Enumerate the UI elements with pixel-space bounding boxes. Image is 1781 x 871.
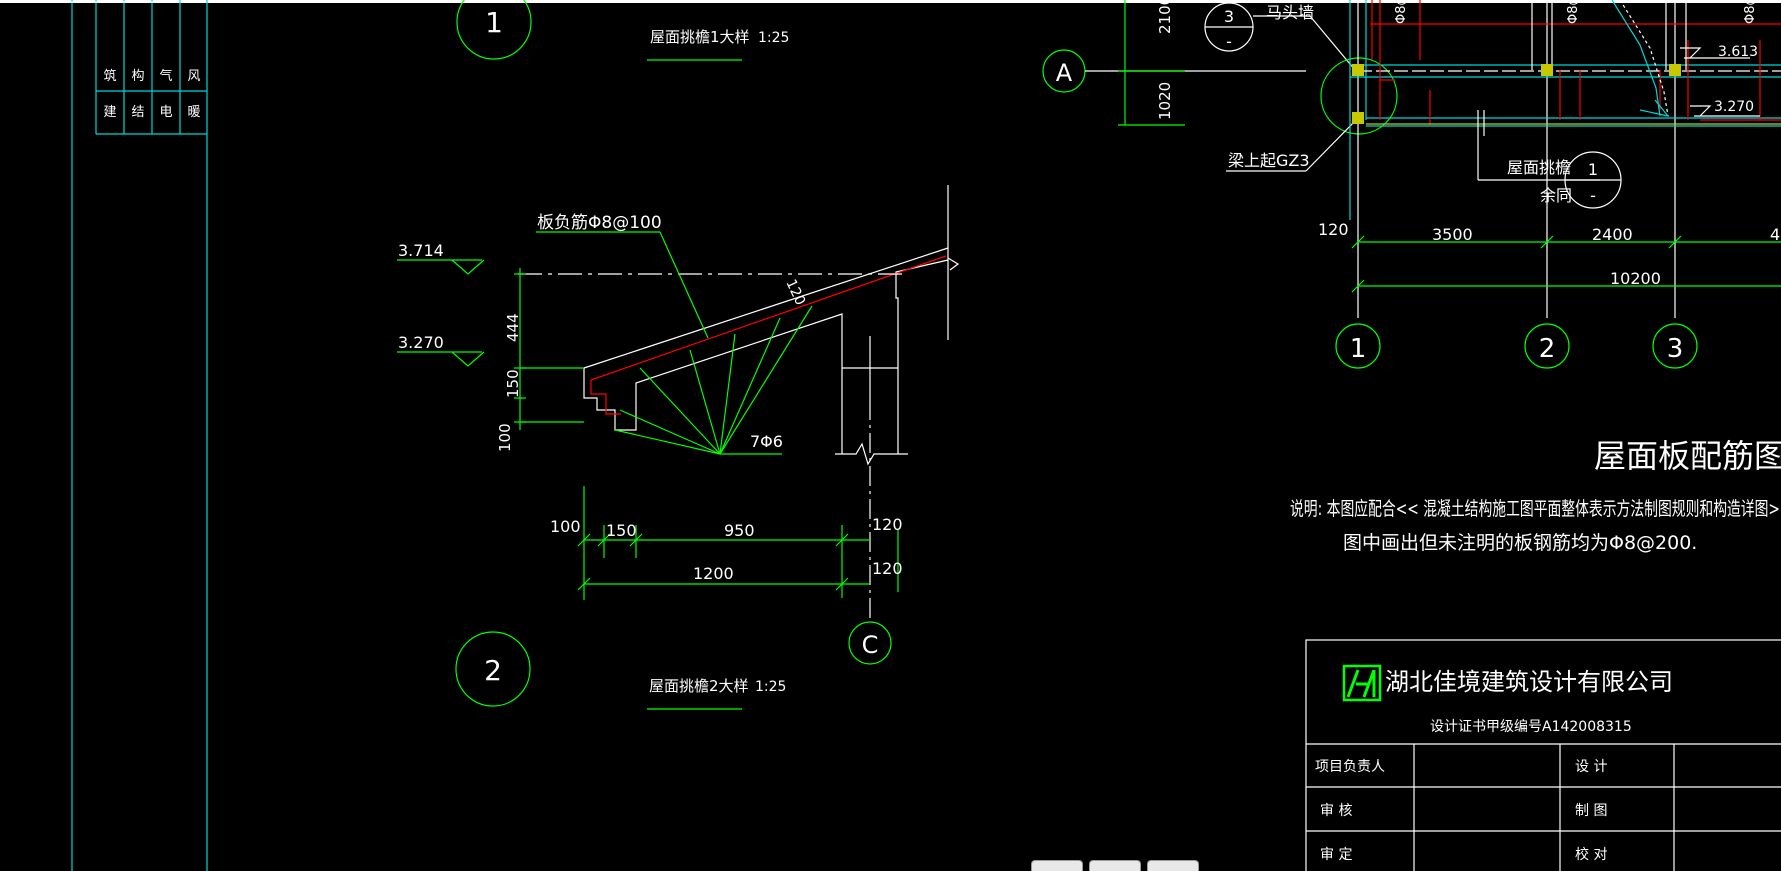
company-name: 湖北佳境建筑设计有限公司 <box>1385 668 1673 696</box>
detail1-title: 屋面挑檐1大样 <box>650 28 750 46</box>
callout-eave-label2: 余同 <box>1540 186 1572 205</box>
drawing-title: 屋面板配筋图 <box>1594 437 1781 475</box>
company-logo <box>1342 664 1382 702</box>
dim-2100: 2100 <box>1156 0 1174 34</box>
tb-row2-right: 制 图 <box>1575 803 1607 819</box>
note-line-1: 说明: 本图应配合<< 混凝土结构施工图平面整体表示方法制图规则和构造详图> <box>1290 498 1780 520</box>
callout-eave-label: 屋面挑檐 <box>1507 158 1571 177</box>
strip-label-3b: 电 <box>159 105 172 120</box>
dim-150-v: 150 <box>504 369 522 398</box>
plan-dim-120: 120 <box>1318 220 1349 239</box>
tb-row1-right: 设 计 <box>1575 759 1607 775</box>
rebar-v-3: Φ8@ <box>1743 0 1758 24</box>
dim-100-b: 100 <box>550 517 581 536</box>
dim-120-b: 120 <box>872 559 903 578</box>
roof-plan: A 2100 1020 3 - 马头墙 梁上起GZ3 <box>1042 0 1781 369</box>
callout-eave-top: 1 <box>1588 160 1598 179</box>
detail1-header: 1 屋面挑檐1大样 1:25 <box>456 0 789 61</box>
title-block: 湖北佳境建筑设计有限公司 设计证书甲级编号A142008315 项目负责人 设 … <box>1305 639 1781 871</box>
plan-dim-3500: 3500 <box>1432 225 1473 244</box>
dim-150-b: 150 <box>606 521 637 540</box>
dim-1020: 1020 <box>1156 82 1174 120</box>
rebar-label: 板负筋Φ8@100 <box>537 213 662 233</box>
dim-100-v: 100 <box>496 423 514 452</box>
rebar-v-1: Φ8@ <box>1394 0 1409 24</box>
detail2-scale: 1:25 <box>755 679 786 695</box>
axis-c: C <box>862 631 879 659</box>
window-top-border <box>0 0 1781 3</box>
elev-3270: 3.270 <box>398 333 444 352</box>
elev-3714: 3.714 <box>398 241 444 260</box>
plan-dim-2400: 2400 <box>1592 225 1633 244</box>
bottom-tab-button-2[interactable] <box>1089 860 1141 871</box>
bottom-tab-button-3[interactable] <box>1147 860 1199 871</box>
tb-row3-right: 校 对 <box>1575 846 1607 863</box>
plan-axis-1: 1 <box>1350 334 1367 364</box>
plan-axis-3: 3 <box>1667 334 1684 364</box>
strip-label-4b: 暖 <box>187 105 200 120</box>
left-title-strip: 筑 构 气 风 建 结 电 暖 <box>0 0 208 871</box>
plan-axis-2: 2 <box>1539 334 1556 364</box>
dim-1200: 1200 <box>693 564 734 583</box>
callout3-top: 3 <box>1224 7 1234 26</box>
strip-label-2b: 结 <box>131 105 144 120</box>
detail1-number: 1 <box>485 6 503 39</box>
note-line-2: 图中画出但未注明的板钢筋均为Φ8@200. <box>1343 532 1697 554</box>
strip-label-3a: 气 <box>159 68 172 84</box>
callout3-bottom: - <box>1226 32 1232 51</box>
detail1-scale: 1:25 <box>758 30 789 46</box>
dim-444: 444 <box>504 313 522 342</box>
detail2-header: 2 屋面挑檐2大样 1:25 <box>455 631 786 710</box>
tb-row3-left: 审 定 <box>1320 847 1352 863</box>
plan-dim-10200: 10200 <box>1610 269 1661 288</box>
axis-a: A <box>1056 59 1073 87</box>
strip-label-1a: 筑 <box>103 68 116 84</box>
dim-950: 950 <box>724 521 755 540</box>
strip-label-1b: 建 <box>103 105 116 120</box>
strip-label-2a: 构 <box>131 69 144 84</box>
label-gz3: 梁上起GZ3 <box>1228 151 1310 170</box>
plan-dim-4: 4 <box>1770 225 1780 244</box>
eave-section: 7Φ6 板负筋Φ8@100 120 3.714 3.270 444 150 10… <box>397 185 960 665</box>
plan-elev-3270: 3.270 <box>1714 99 1754 115</box>
tb-row2-left: 审 核 <box>1320 803 1352 819</box>
plan-elev-3613: 3.613 <box>1718 44 1758 60</box>
label-horse-wall: 马头墙 <box>1266 3 1314 22</box>
callout-eave-bottom: - <box>1590 186 1596 205</box>
slope-dim-120: 120 <box>782 277 808 308</box>
bottom-tab-button-1[interactable] <box>1031 860 1083 871</box>
tb-row1-left: 项目负责人 <box>1315 759 1385 775</box>
detail2-title: 屋面挑檐2大样 <box>649 677 749 695</box>
dim-120-a: 120 <box>872 515 903 534</box>
rebar-v-2: Φ8@ <box>1566 0 1581 24</box>
detail2-number: 2 <box>484 654 502 687</box>
stirrups-label: 7Φ6 <box>750 432 783 451</box>
strip-label-4a: 风 <box>187 69 200 84</box>
cert-number: 设计证书甲级编号A142008315 <box>1430 719 1632 735</box>
